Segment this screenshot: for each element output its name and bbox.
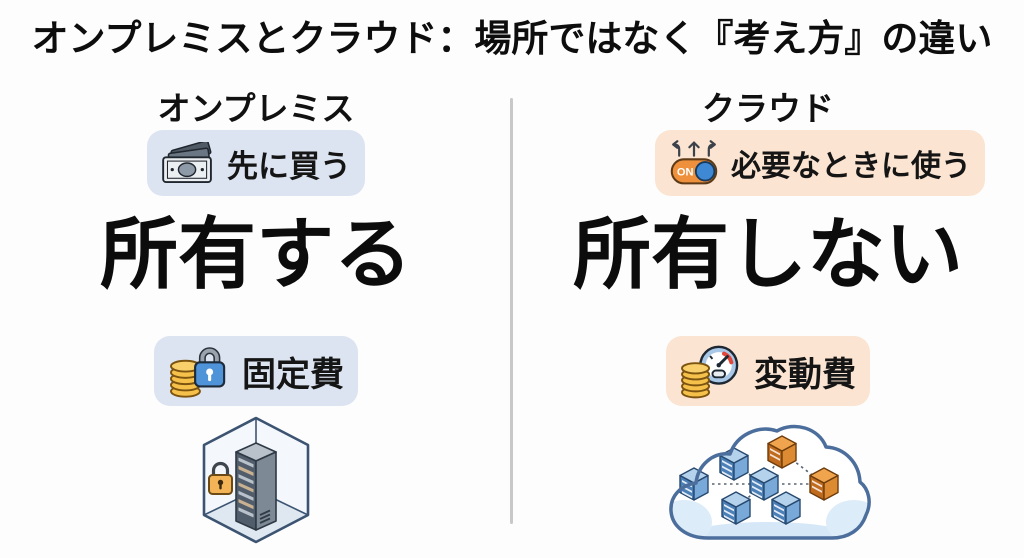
use-when-needed-label: 必要なときに使う: [731, 150, 971, 183]
cloud-main-text: 所有しない: [572, 210, 963, 298]
onpremises-column: オンプレミス 先に買う 所有する: [0, 70, 512, 558]
fixed-cost-label: 固定費: [242, 355, 344, 394]
variable-cost-badge: 変動費: [666, 336, 870, 406]
onpremises-main-text: 所有する: [99, 210, 412, 298]
buy-first-badge: 先に買う: [147, 130, 365, 196]
column-divider: [510, 98, 513, 524]
cloud-header: クラウド: [702, 90, 834, 127]
coins-gauge-icon: [680, 342, 742, 400]
buy-first-label: 先に買う: [227, 148, 351, 184]
cloud-column: クラウド ON 必要なときに使う 所有しない: [512, 70, 1024, 558]
onpremises-header: オンプレミス: [157, 90, 355, 127]
server-in-glass-cube-illustration: [198, 414, 314, 546]
cloud-with-server-cubes-illustration: [664, 420, 872, 550]
variable-cost-label: 変動費: [754, 355, 856, 394]
page-title: オンプレミスとクラウド：場所ではなく『考え方』の違い: [31, 18, 993, 59]
toggle-on-with-arrows-icon: ON: [669, 138, 719, 188]
coins-lock-icon: [168, 342, 230, 400]
toggle-on-label: ON: [677, 167, 694, 179]
use-when-needed-badge: ON 必要なときに使う: [655, 130, 985, 196]
fixed-cost-badge: 固定費: [154, 336, 358, 406]
money-bills-icon: [161, 142, 215, 184]
